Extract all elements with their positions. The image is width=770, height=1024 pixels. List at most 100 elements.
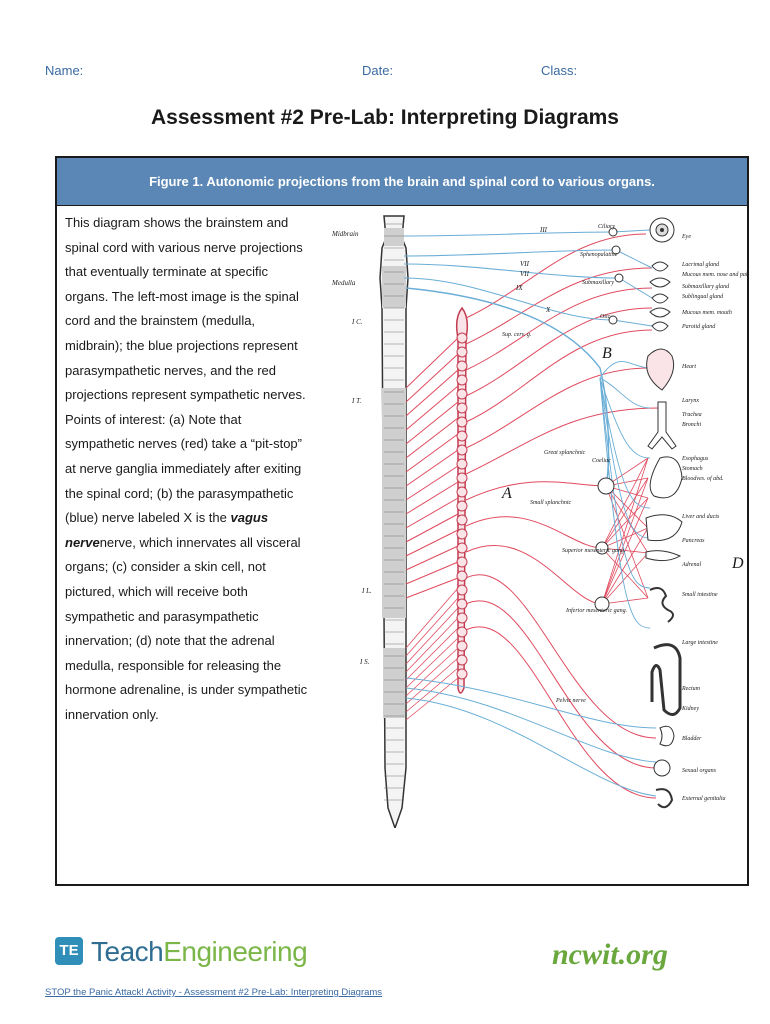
diagram-label: IX (515, 284, 523, 292)
diagram-label: Ciliary (598, 224, 615, 230)
chain-ganglion (456, 388, 468, 400)
chain-ganglion (456, 612, 468, 624)
diagram-label: Rectum (681, 686, 701, 692)
figure-caption: Figure 1. Autonomic projections from the… (57, 158, 747, 206)
lumbar-nerve (405, 617, 459, 673)
submaxillary-ganglion (614, 273, 624, 283)
description-line: at nerve ganglia immediately after exiti… (65, 460, 302, 476)
chain-ganglion (456, 374, 468, 386)
chain-ganglion (456, 626, 468, 638)
pancreas-organ (645, 550, 682, 562)
diagram-label: Submaxillary (582, 280, 614, 286)
cord-to-chain-nerve (405, 353, 459, 403)
sympathetic-projection (465, 367, 651, 449)
vagus-nerve (405, 287, 610, 487)
diagram-label: Small intestine (682, 592, 718, 598)
vagus-branch (599, 377, 651, 589)
sympathetic-projection (465, 267, 653, 345)
sympathetic-projection (465, 626, 657, 799)
sphenopalatine-ganglion (611, 245, 621, 255)
name-label: Name: (45, 63, 84, 78)
lumbar-nerve (405, 607, 459, 665)
vagus-branch (599, 361, 651, 379)
pelvic-nerve (405, 697, 657, 797)
ganglion-to-organ-nerve (601, 497, 649, 605)
chain-ganglia (456, 332, 468, 680)
vagus-branch (599, 377, 651, 409)
superior-mesenteric-ganglion (595, 541, 609, 555)
diagram-label: D (731, 555, 744, 572)
footer-activity-link[interactable]: STOP the Panic Attack! Activity - Assess… (45, 987, 383, 998)
vagus-branch (599, 377, 651, 509)
chain-ganglion (456, 528, 468, 540)
diagram-label: Trachea (682, 412, 702, 418)
sympathetic-nerves (405, 233, 659, 799)
heart-organ (646, 348, 675, 391)
otic-ganglion (608, 315, 618, 325)
cord-to-chain-nerve (405, 481, 459, 515)
glands-organ (649, 261, 671, 332)
page-title: Assessment #2 Pre-Lab: Interpreting Diag… (151, 106, 619, 129)
ganglion-to-organ-nerve (601, 527, 649, 605)
diagram-label: VII (520, 270, 530, 278)
cord-to-chain-nerve (405, 401, 459, 445)
coeliac-ganglion (597, 477, 615, 495)
chain-ganglion (456, 556, 468, 568)
ganglion-to-organ-nerve (601, 497, 649, 549)
chain-ganglion (456, 444, 468, 456)
liver-organ (645, 514, 683, 542)
eye-organ (649, 217, 675, 243)
description-line: This diagram shows the brainstem and (65, 215, 289, 230)
diagram-label: Superior mesenteric gang. (562, 548, 626, 554)
cranial-nerve (403, 231, 614, 237)
diagram-label: Bloodves. of abd. (682, 475, 724, 482)
postganglionic-nerve (615, 249, 653, 269)
cord-to-chain-nerve (405, 433, 459, 473)
diagram-label: Heart (681, 364, 696, 370)
chain-ganglion (456, 640, 468, 652)
cord-to-chain-nerve (405, 369, 459, 417)
diagram-label: I C. (351, 318, 363, 326)
sacral-segment (383, 648, 405, 718)
description-line: innervation; (d) note that the adrenal (65, 633, 275, 649)
cord-to-chain-nerve (405, 513, 459, 543)
trachea-organ (647, 401, 677, 450)
chain-ganglion (456, 346, 468, 358)
cord-to-chain-nerve (405, 385, 459, 431)
sympathetic-projection (465, 574, 657, 739)
pelvic-nerve (405, 677, 657, 729)
description-line: hormone adrenaline, is under sympathetic (65, 682, 308, 698)
diagram-label: III (539, 226, 548, 234)
description-line: sympathetic and parasympathetic (65, 608, 259, 624)
cord-to-chain-nerve (405, 465, 459, 501)
engineering-wordmark: Engineering (163, 936, 308, 967)
ganglion-to-organ-nerve (601, 527, 649, 549)
description-line: (blue) nerve labeled X is the vagus (65, 510, 269, 526)
postganglionic-nerve (612, 229, 651, 233)
chain-ganglion (456, 430, 468, 442)
description-line: spinal cord with various nerve projectio… (65, 239, 303, 255)
chain-ganglion (456, 668, 468, 680)
diagram-label: I L. (361, 587, 372, 595)
sexual-organ (655, 788, 674, 809)
nerve-emphasis: nerve (65, 534, 100, 550)
medulla-segment (382, 266, 406, 308)
description-line: nervenerve, which innervates all viscera… (65, 534, 301, 550)
ganglion-to-organ-nerve (601, 477, 649, 605)
ganglion-to-organ-nerve (601, 457, 649, 549)
kidney-organ (659, 725, 675, 747)
cord-to-chain-nerve (405, 497, 459, 529)
cord-to-chain-nerve (405, 561, 459, 585)
lumbar-nerve (405, 627, 459, 681)
figure-description: This diagram shows the brainstem and spin… (65, 211, 327, 727)
parasympathetic-nerves (403, 229, 657, 797)
diagram-label: Esophagus (681, 456, 709, 462)
date-label: Date: (362, 63, 394, 78)
diagram-label: B (602, 345, 612, 362)
sympathetic-projection (465, 329, 653, 423)
chain-ganglion (456, 360, 468, 372)
diagram-label: Otic (600, 314, 611, 320)
chain-ganglion (456, 402, 468, 414)
cord-to-chain-nerve (405, 417, 459, 459)
lumbar-nerve (405, 597, 459, 657)
